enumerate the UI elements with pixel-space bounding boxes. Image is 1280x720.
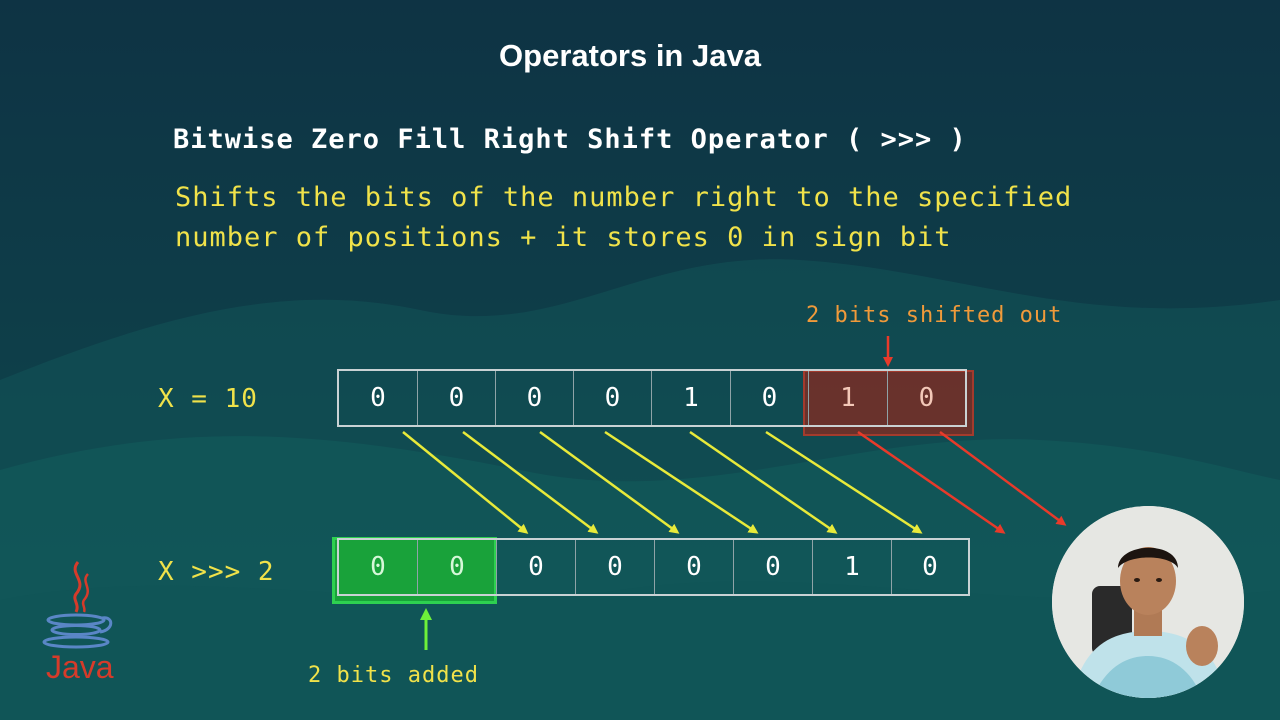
input-bit-cell: 1	[809, 371, 888, 425]
output-bit-cell: 0	[418, 540, 497, 594]
shifted-out-label: 2 bits shifted out	[806, 303, 1063, 328]
slide-title: Operators in Java	[499, 38, 761, 73]
input-bit-cell: 0	[574, 371, 652, 425]
input-bit-cell: 1	[652, 371, 731, 425]
input-label: X = 10	[158, 384, 258, 414]
output-bit-cell: 0	[655, 540, 734, 594]
input-bit-cell: 0	[731, 371, 809, 425]
description-line-1: Shifts the bits of the number right to t…	[175, 182, 1073, 213]
operator-heading: Bitwise Zero Fill Right Shift Operator (…	[173, 124, 967, 155]
added-label: 2 bits added	[308, 663, 479, 688]
output-bit-cell: 0	[576, 540, 655, 594]
output-bit-cell: 0	[497, 540, 576, 594]
output-label: X >>> 2	[158, 557, 275, 587]
output-bit-cell: 1	[813, 540, 892, 594]
input-bit-cell: 0	[496, 371, 574, 425]
java-coffee-cup-icon: Java	[42, 561, 114, 685]
output-bit-cell: 0	[734, 540, 813, 594]
input-bit-cell: 0	[418, 371, 496, 425]
description-line-2: number of positions + it stores 0 in sig…	[175, 222, 952, 253]
added-bits-highlight	[332, 537, 497, 604]
java-logo-text: Java	[46, 649, 114, 685]
input-bit-cell: 0	[339, 371, 418, 425]
input-bit-cell: 0	[918, 383, 935, 413]
output-bit-cell: 0	[339, 540, 418, 594]
output-bit-cell: 0	[922, 552, 938, 582]
presenter-video	[1052, 506, 1244, 698]
presenter-webcam	[1052, 506, 1244, 698]
